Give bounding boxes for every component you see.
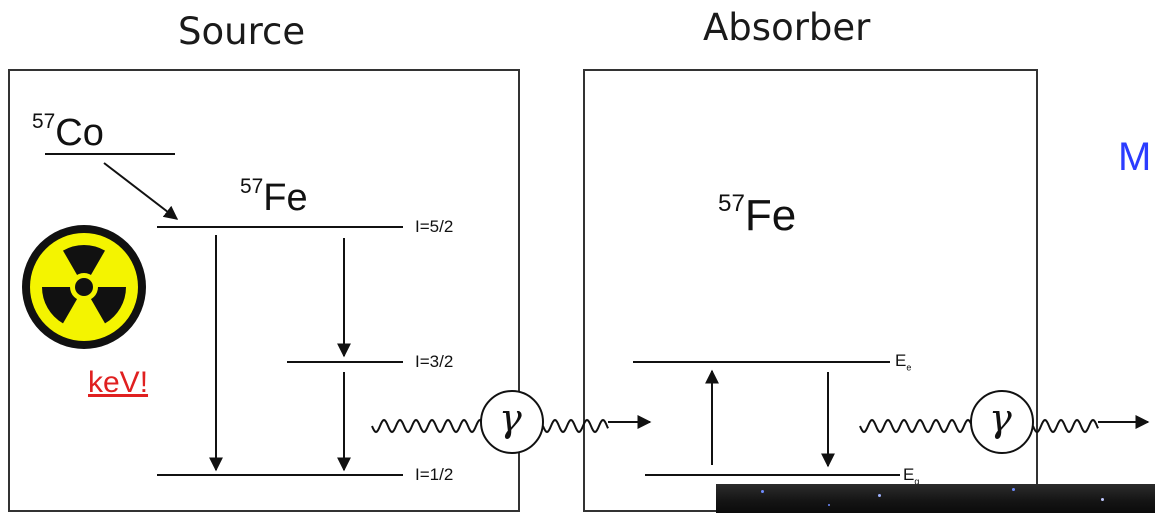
gamma-symbol-2: γ (989, 396, 1012, 440)
fe57-source-label: 57Fe (240, 175, 308, 219)
gamma-wave-left-2 (859, 418, 972, 434)
gamma-circle-1 (480, 390, 544, 454)
radiation-hazard-icon (22, 225, 146, 349)
excited-level-label: Ee (895, 351, 912, 373)
ground-level-label: Eg (903, 465, 920, 487)
gamma-symbol-1: γ (499, 396, 522, 440)
absorber-title: Absorber (703, 6, 871, 49)
level-label-3-2: I=3/2 (415, 352, 454, 371)
absorber-box (583, 69, 1038, 512)
fe57-absorber-label: 57Fe (718, 189, 797, 240)
level-label-5-2: I=5/2 (415, 217, 454, 236)
co57-label: 57Co (32, 110, 104, 154)
kev-note: keV! (88, 366, 149, 399)
gamma-wave-right-1 (542, 418, 609, 434)
cutoff-blue-text: M (1118, 135, 1152, 179)
gamma-circle-2 (970, 390, 1034, 454)
source-title: Source (178, 10, 306, 53)
level-label-1-2: I=1/2 (415, 465, 454, 484)
decay-arrow (103, 162, 179, 220)
background-photo (716, 484, 1155, 513)
gamma-wave-left-1 (371, 418, 482, 434)
gamma-wave-right-2 (1032, 418, 1099, 434)
